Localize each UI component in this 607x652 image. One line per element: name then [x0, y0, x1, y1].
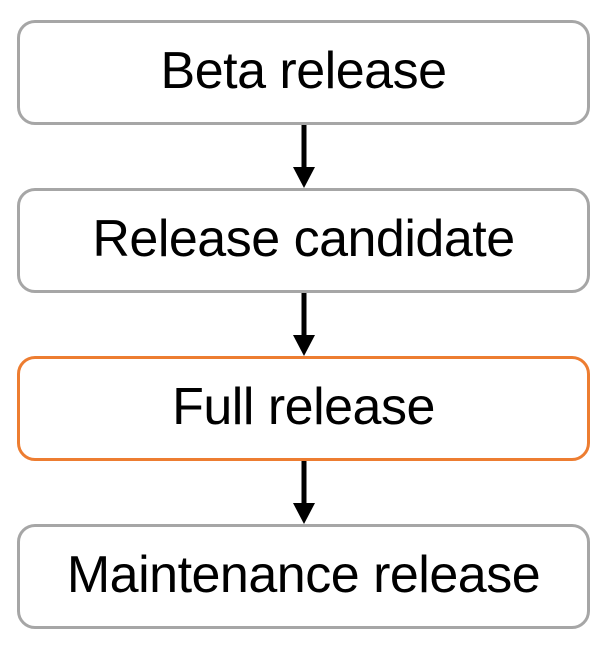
node-label: Full release: [172, 377, 435, 436]
node-beta-release: Beta release: [17, 20, 590, 125]
arrow-down-icon: [292, 293, 315, 356]
node-maintenance-release: Maintenance release: [17, 524, 590, 629]
node-label: Release candidate: [92, 209, 515, 268]
node-label: Maintenance release: [66, 545, 541, 604]
node-release-candidate: Release candidate: [17, 188, 590, 293]
arrow-down-icon: [292, 461, 315, 524]
node-full-release: Full release: [17, 356, 590, 461]
node-label: Beta release: [160, 41, 447, 100]
arrow-down-icon: [292, 125, 315, 188]
